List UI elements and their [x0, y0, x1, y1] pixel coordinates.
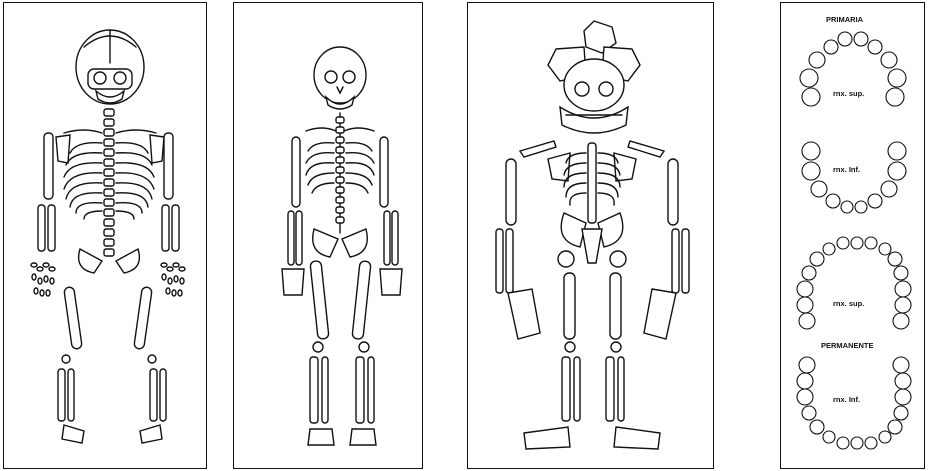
permanent-upper-label: rnx. sup.: [833, 299, 864, 308]
primary-lower-label: rnx. Inf.: [833, 165, 860, 174]
skull: [76, 30, 144, 104]
spine: [104, 109, 114, 256]
primary-title: PRIMARIA: [826, 15, 863, 24]
permanent-upper-arch: [797, 237, 911, 329]
skeleton-infant-drawing: [234, 3, 424, 470]
skeleton-disarticulated-drawing: [468, 3, 715, 470]
skeleton-fetal-drawing: [4, 3, 208, 470]
skeleton-infant-panel: [233, 2, 423, 469]
skull: [548, 21, 640, 133]
primary-lower-arch: [802, 142, 906, 213]
permanent-lower-label: rnx. Inf.: [833, 395, 860, 404]
hands: [31, 263, 185, 296]
skeleton-fetal-panel: [3, 2, 207, 469]
skull: [314, 47, 366, 109]
ribs: [564, 143, 620, 223]
skeleton-disarticulated-panel: [467, 2, 714, 469]
primary-upper-label: rnx. sup.: [833, 89, 864, 98]
dental-arches-panel: PRIMARIA rnx. sup. rnx. Inf. rnx. sup. P…: [780, 2, 925, 469]
permanent-title: PERMANENTE: [821, 341, 874, 350]
spine: [336, 117, 344, 223]
